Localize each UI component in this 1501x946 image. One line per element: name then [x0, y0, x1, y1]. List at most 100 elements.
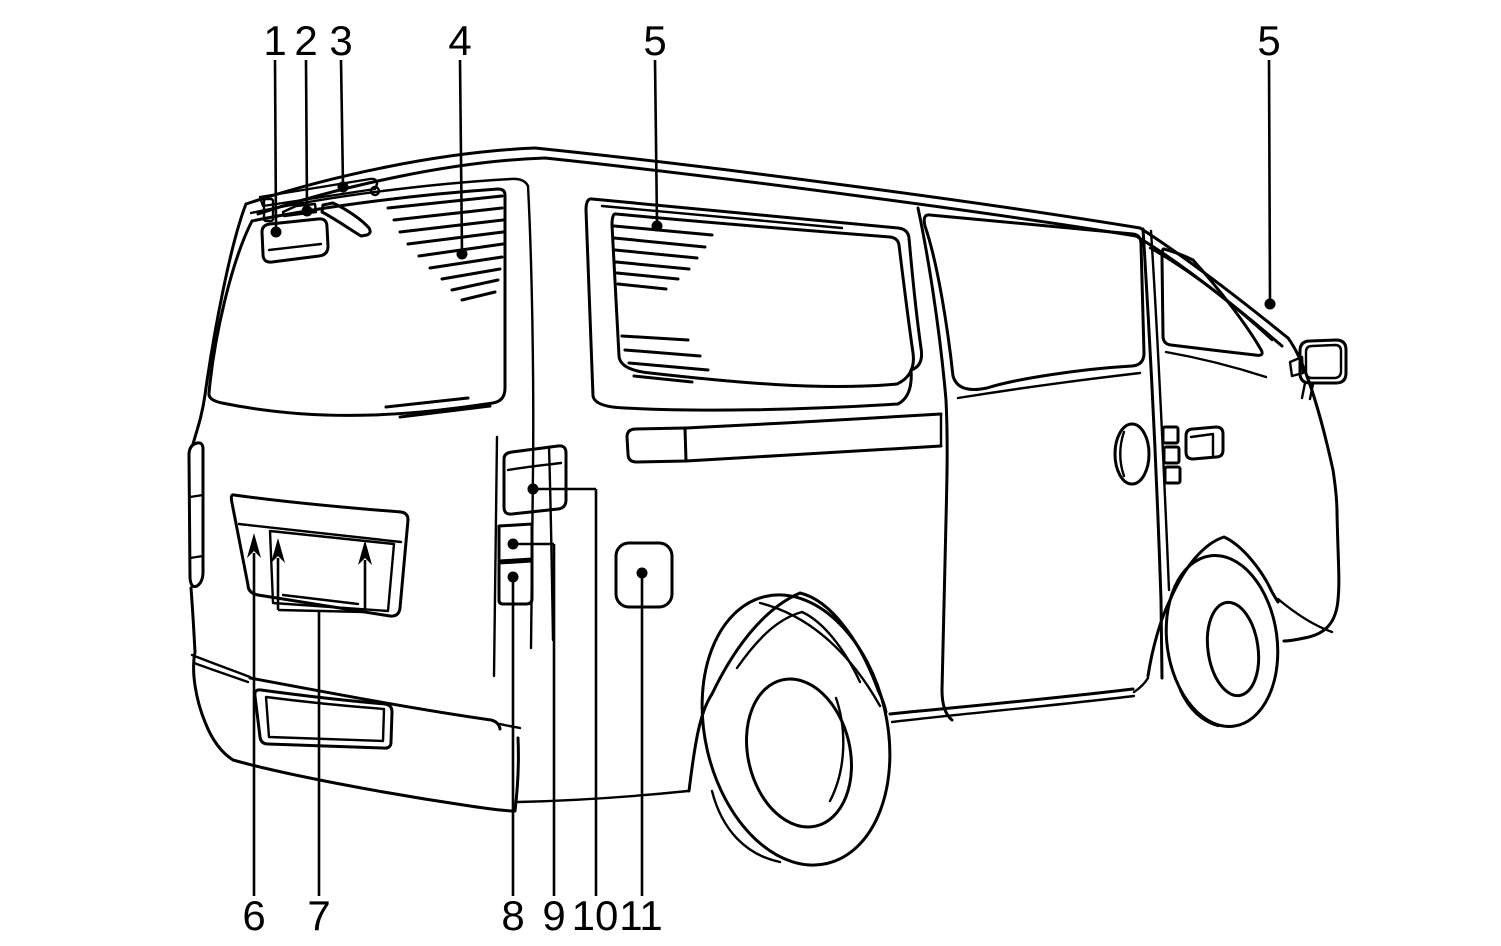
callout-label: 1 [263, 17, 286, 64]
van-artwork [187, 146, 1348, 867]
front-door-glass [1160, 247, 1264, 357]
side-molding-bottom [684, 444, 943, 463]
sliding-door-sill [956, 371, 1142, 400]
bumper-seam-b [192, 661, 250, 684]
rear-tire-sidewall [710, 789, 782, 864]
body-left-lower-edge [189, 586, 197, 654]
rear-wiper-pivot [281, 202, 318, 218]
leader-dot [456, 248, 468, 260]
bumper-step-inner [264, 695, 386, 743]
rocker-line-b [890, 694, 1136, 724]
leader-line [458, 59, 464, 253]
left-tail-lamp [187, 441, 205, 589]
bumper-side-top [498, 722, 522, 730]
leader-line [653, 59, 659, 225]
leader-dot [301, 205, 313, 217]
rear-window-glass [207, 187, 507, 417]
lamp-bracket [262, 197, 275, 223]
bumper-seam-a [190, 653, 252, 679]
leader-line [339, 59, 345, 186]
leader-arrowhead [271, 538, 285, 563]
sliding-door-handle-grip [1119, 430, 1126, 478]
callout-label: 5 [643, 17, 666, 64]
rear-wiper-arm [320, 201, 372, 238]
door-mirror [1298, 338, 1348, 385]
rear-wheel-arch [687, 591, 888, 793]
quarter-window-opening [584, 197, 923, 412]
bumper-left-and-bottom [192, 650, 520, 813]
corner-lower-seam [492, 435, 499, 678]
rear-defogger-lines-lower [384, 396, 492, 419]
callout-6: 6 [242, 533, 266, 939]
back-door-top-edge [249, 177, 530, 215]
rocker-to-front [1132, 676, 1150, 694]
license-garnish-line [237, 522, 403, 544]
leader-line [277, 608, 366, 614]
front-tire [1164, 553, 1280, 729]
a-pillar-outer [1138, 226, 1290, 340]
callout-11: 11 [619, 567, 663, 939]
rear-wheel-hub [745, 677, 853, 829]
leader-arrowhead [247, 533, 261, 558]
leader-dot [651, 220, 663, 232]
door-mirror-inner [1304, 343, 1343, 380]
callout-3: 3 [329, 17, 353, 193]
sliding-door-seam [916, 206, 954, 722]
tail-lamp-top-inner [506, 461, 563, 472]
fuel-filler-lid [614, 541, 674, 609]
front-wheel-hub [1205, 600, 1261, 698]
callout-7: 7 [271, 538, 372, 939]
callout-label: 8 [501, 892, 524, 939]
quarter-window-glass [610, 212, 915, 388]
rear-tire-shoulder [758, 601, 882, 708]
quarter-window-seal-line [600, 204, 844, 230]
quarter-window-hatch-upper [612, 224, 714, 291]
high-mount-lamp-inner [267, 242, 323, 252]
washer-nozzle [369, 185, 381, 197]
bumper-top-edge [248, 676, 502, 731]
front-tire-sidewall [1178, 688, 1220, 728]
callout-8: 8 [501, 571, 525, 939]
leader-line [1267, 59, 1272, 303]
leader-dot [527, 483, 539, 495]
side-molding-cap [625, 426, 688, 464]
license-finisher [229, 493, 410, 618]
roof-outline [244, 146, 1142, 230]
a-pillar-window-edge [1148, 246, 1274, 342]
front-door-handle [1184, 425, 1225, 461]
front-door-handle-inner [1189, 432, 1215, 458]
rear-wheel-arch-lip [735, 610, 862, 684]
high-mount-lamp [260, 217, 330, 264]
mirror-lower-mount [1300, 381, 1315, 401]
leader-dot [1264, 298, 1276, 310]
callout-label: 4 [448, 17, 471, 64]
callout-label: 2 [294, 17, 317, 64]
callout-5-5: 5 [1257, 17, 1281, 310]
side-molding-top [684, 412, 943, 430]
leader-dot [507, 538, 519, 550]
front-bumper-edge [1276, 597, 1334, 634]
callout-label: 11 [619, 892, 663, 939]
license-recess-inner-line [281, 593, 360, 606]
under-rear-sill [516, 789, 690, 804]
callout-9: 9 [507, 538, 566, 939]
front-door-belt-line [1164, 350, 1268, 379]
leader-line [304, 59, 309, 210]
leader-dot [636, 567, 648, 579]
left-tail-lamp-divider-1 [188, 493, 205, 499]
license-plate-recess [268, 529, 396, 613]
quarter-window-hatch-lower [620, 334, 710, 384]
sliding-door-handle [1113, 422, 1151, 486]
callout-label: 5 [1257, 17, 1280, 64]
mirror-arm [1288, 355, 1305, 378]
tail-lamp-top-segment [502, 444, 568, 516]
roof-drip-line [256, 156, 1138, 238]
sliding-door-glass [922, 213, 1146, 391]
callout-label: 9 [542, 892, 565, 939]
tail-lamp-mid-segment [497, 522, 534, 563]
front-body-edge [1282, 336, 1341, 643]
b-pillar-front-line [1149, 229, 1171, 592]
callout-1: 1 [263, 17, 287, 238]
